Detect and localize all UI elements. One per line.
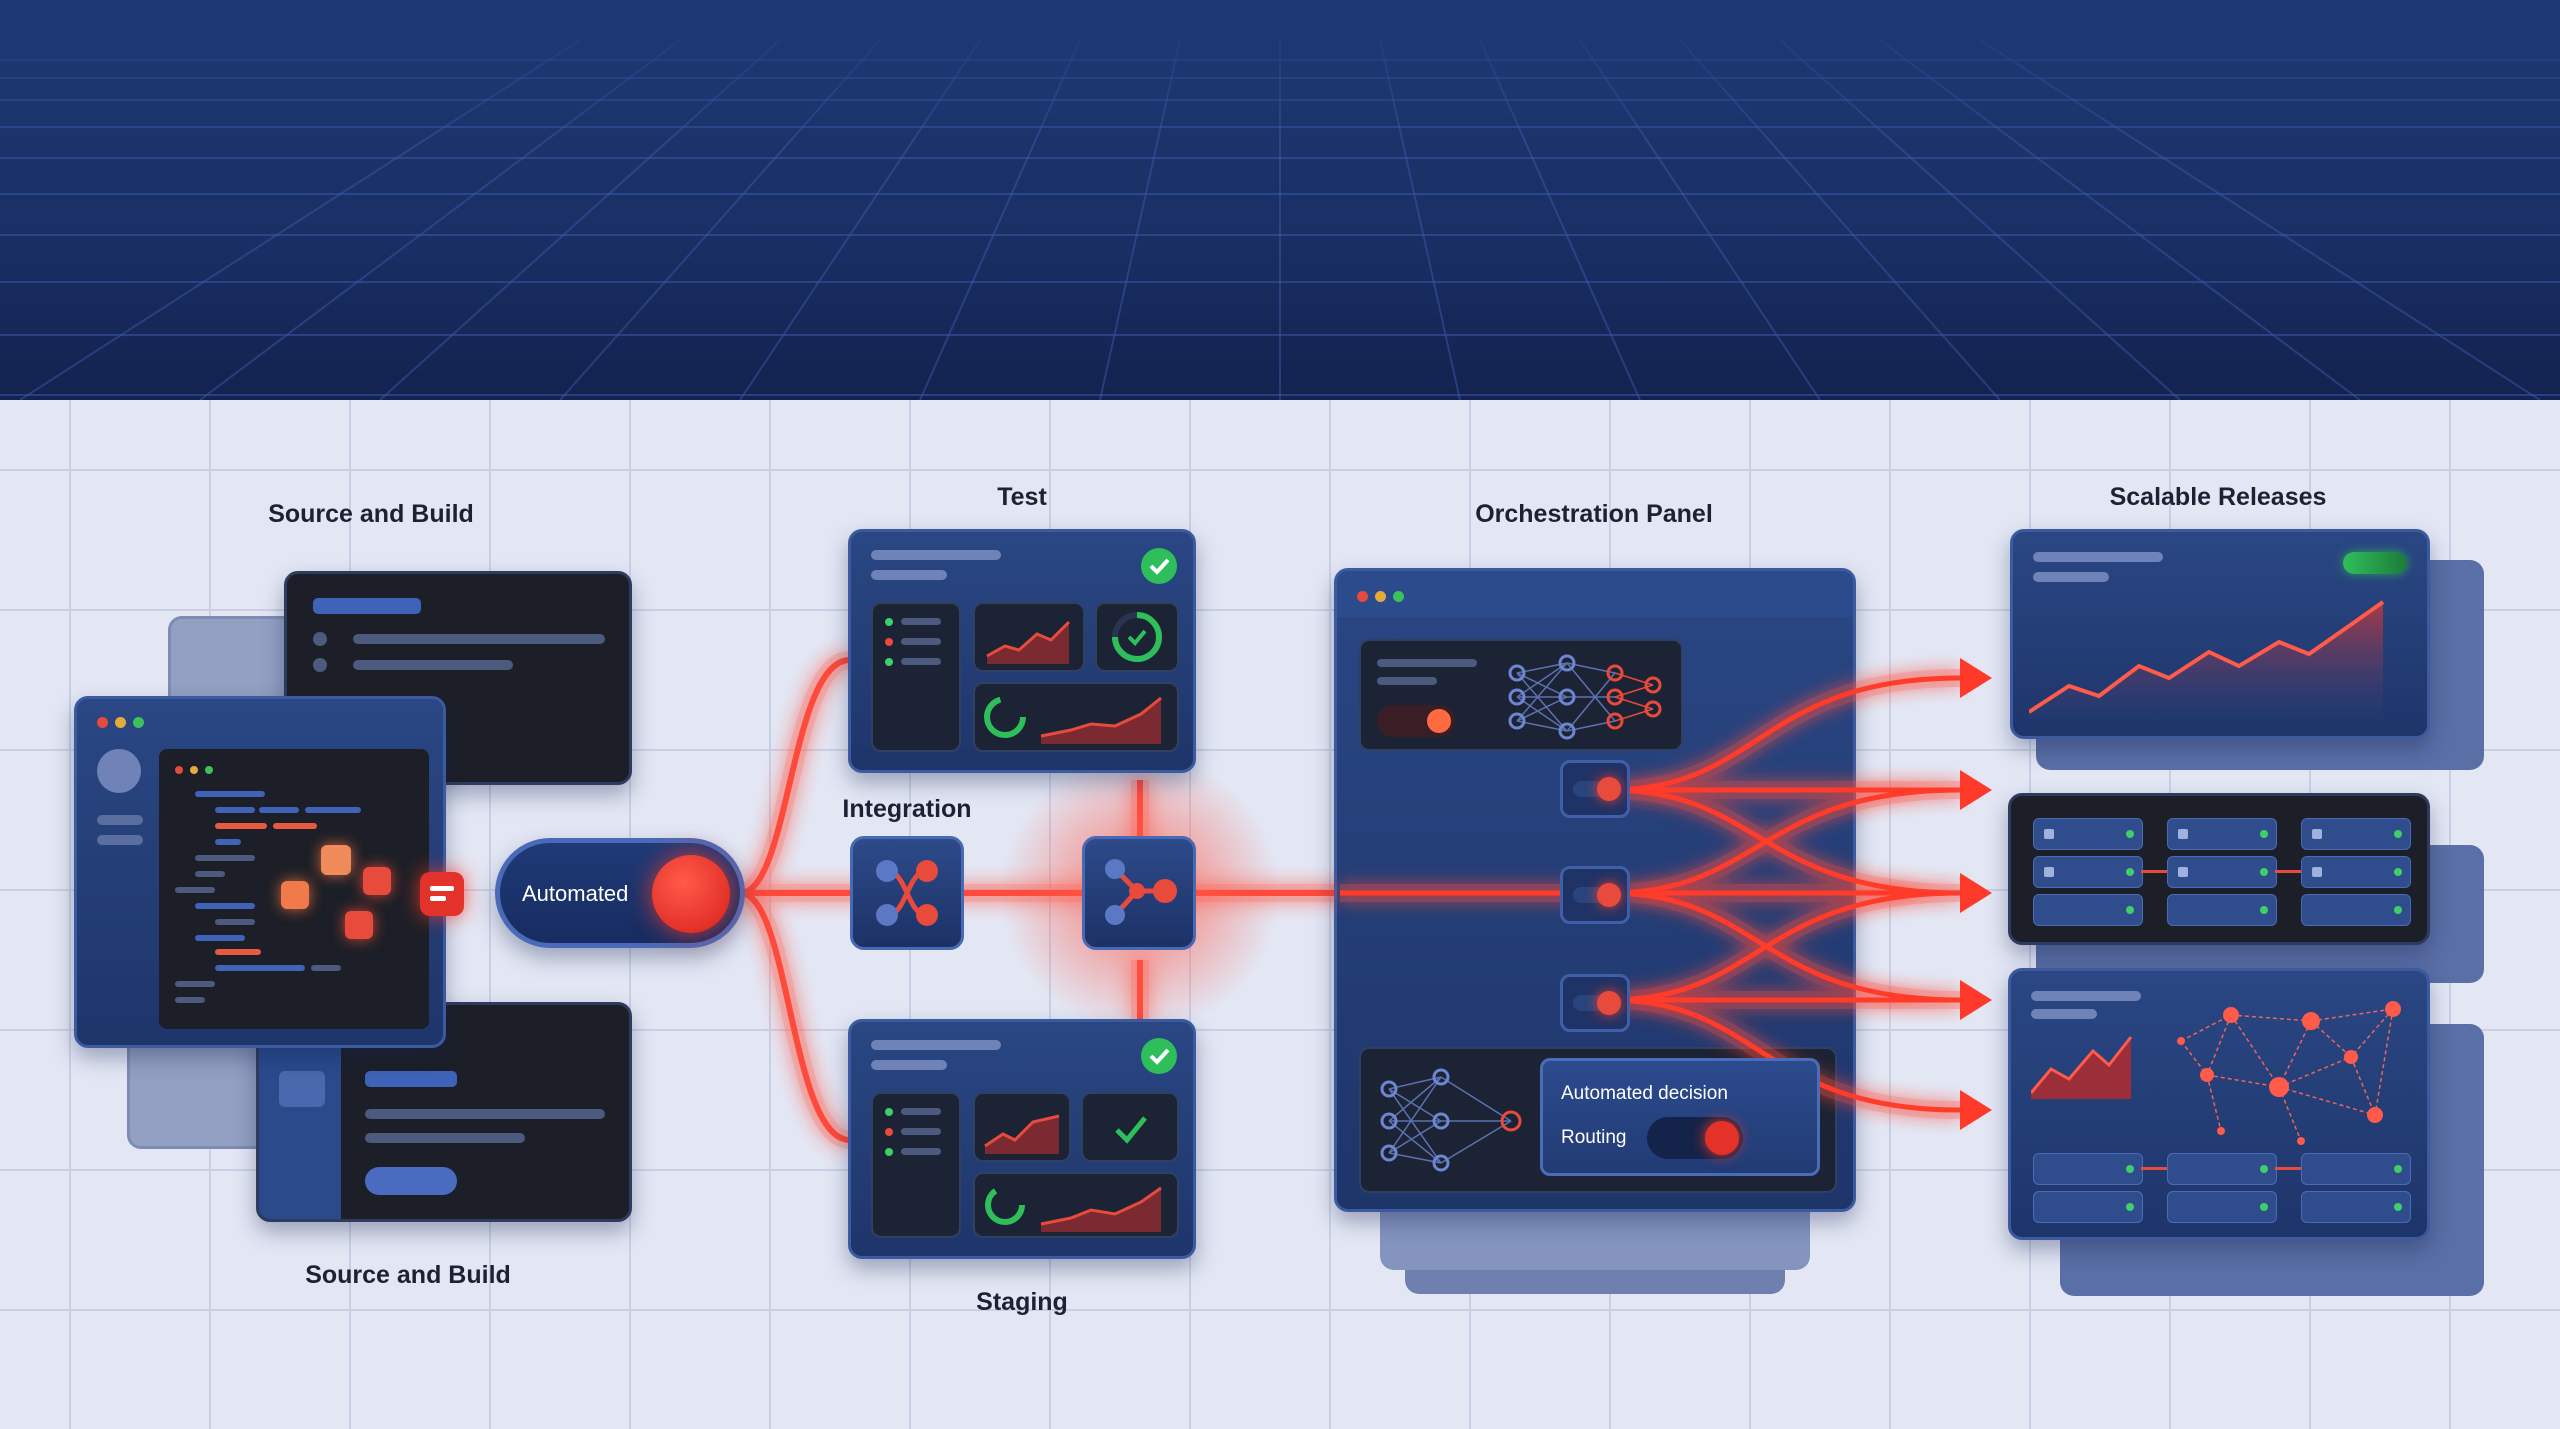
- instance-row: [2167, 894, 2277, 926]
- check-icon: [1141, 548, 1177, 584]
- area-chart-icon: [973, 1172, 1179, 1238]
- stage-label-test: Test: [997, 483, 1047, 511]
- instance-row: [2301, 1191, 2411, 1223]
- commit-icon: [363, 867, 391, 895]
- stage-label-integration: Integration: [842, 795, 972, 823]
- instance-row: [2167, 856, 2277, 888]
- hero-banner: [0, 0, 2560, 400]
- instance-row: [2301, 856, 2411, 888]
- commit-icon: [321, 845, 351, 875]
- stage-label-orchestration: Orchestration Panel: [1475, 500, 1713, 528]
- stage-label-source-top: Source and Build: [268, 500, 474, 528]
- code-editor-window[interactable]: [74, 696, 446, 1048]
- staging-dashboard-window[interactable]: [848, 1019, 1196, 1259]
- instance-row: [2301, 818, 2411, 850]
- instance-row: [2033, 856, 2143, 888]
- merge-icon: [876, 860, 938, 926]
- release-instances-window[interactable]: [2008, 793, 2430, 945]
- automated-decision-card: Automated decision Routing: [1540, 1058, 1820, 1176]
- source-secondary-window[interactable]: [284, 571, 632, 785]
- network-graph-icon: [2177, 1001, 2401, 1145]
- check-icon: [1141, 1038, 1177, 1074]
- hero-grid: [0, 0, 2560, 400]
- instance-row: [2033, 1153, 2143, 1185]
- instance-row: [2167, 818, 2277, 850]
- instance-row: [2033, 894, 2143, 926]
- area-chart-icon: [973, 1092, 1071, 1162]
- neural-network-icon: [1380, 1068, 1522, 1172]
- release-metrics-window[interactable]: [2010, 529, 2430, 739]
- area-chart-icon: [973, 602, 1085, 672]
- routing-toggle[interactable]: [1647, 1117, 1743, 1159]
- router-switch[interactable]: [1560, 866, 1630, 924]
- commit-icon: [281, 881, 309, 909]
- instance-row: [2033, 1191, 2143, 1223]
- area-chart-icon: [2031, 1036, 2133, 1099]
- automated-toggle[interactable]: Automated: [495, 838, 745, 948]
- instance-row: [2033, 818, 2143, 850]
- release-topology-window[interactable]: [2008, 968, 2430, 1240]
- instance-row: [2167, 1191, 2277, 1223]
- window-controls[interactable]: [1357, 589, 1411, 607]
- area-chart-icon: [2029, 600, 2385, 720]
- router-switch[interactable]: [1560, 760, 1630, 818]
- window-controls[interactable]: [97, 715, 151, 733]
- instance-row: [2301, 1153, 2411, 1185]
- code-pane[interactable]: [159, 749, 429, 1029]
- instance-row: [2167, 1153, 2277, 1185]
- model-toggle[interactable]: [1377, 705, 1455, 737]
- integration-node-route[interactable]: [1082, 836, 1196, 950]
- branch-icon: [1105, 859, 1177, 925]
- automated-label: Automated: [522, 881, 629, 906]
- status-toggle[interactable]: [2343, 552, 2407, 574]
- test-dashboard-window[interactable]: [848, 529, 1196, 773]
- stage-label-source-bottom: Source and Build: [305, 1261, 511, 1289]
- router-switch[interactable]: [1560, 974, 1630, 1032]
- commit-icon: [345, 911, 373, 939]
- check-icon: [1081, 1092, 1179, 1162]
- build-output-icon: [420, 872, 464, 916]
- toggle-knob[interactable]: [652, 855, 730, 933]
- model-panel: [1359, 639, 1683, 751]
- integration-node-merge[interactable]: [850, 836, 964, 950]
- instance-row: [2301, 894, 2411, 926]
- avatar: [97, 749, 141, 793]
- decision-title: Automated decision: [1561, 1083, 1728, 1104]
- neural-network-icon: [1508, 654, 1662, 740]
- area-chart-icon: [973, 682, 1179, 752]
- stage-label-releases: Scalable Releases: [2109, 483, 2327, 511]
- gauge-icon: [1095, 602, 1179, 672]
- stage-label-staging: Staging: [976, 1288, 1068, 1316]
- routing-label: Routing: [1561, 1127, 1627, 1148]
